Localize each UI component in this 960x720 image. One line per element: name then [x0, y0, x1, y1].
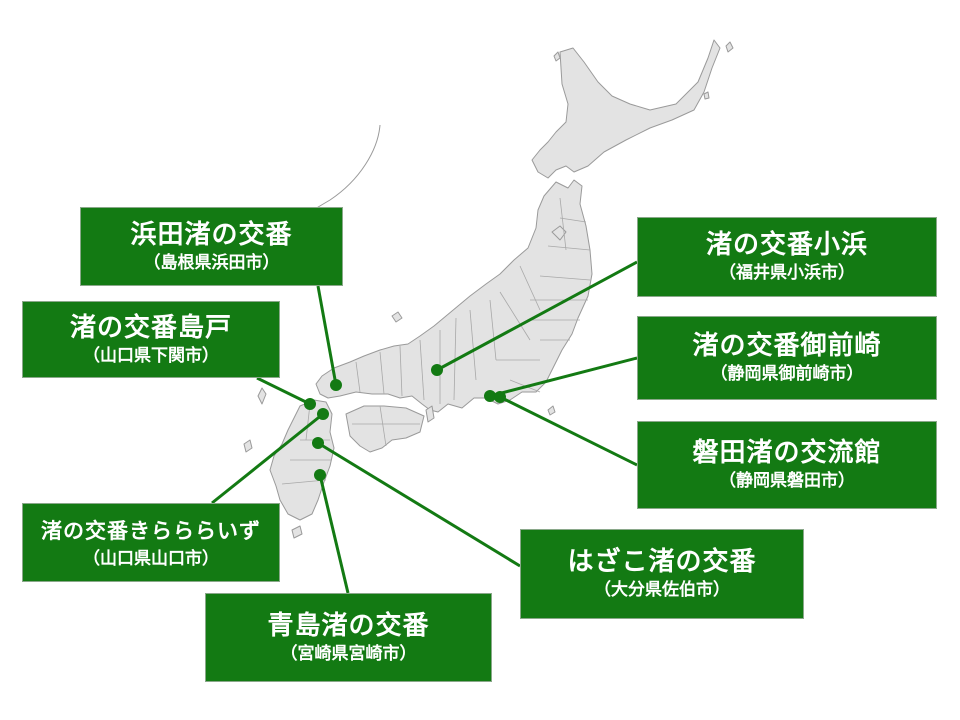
location-label-iwata: 磐田渚の交流館 （静岡県磐田市） [637, 421, 937, 509]
location-label-hazako: はざこ渚の交番 （大分県佐伯市） [520, 529, 804, 619]
yakushima-island [291, 525, 303, 539]
location-marker-obama [431, 364, 443, 376]
location-label-kirararaizu: 渚の交番きらららいず （山口県山口市） [22, 503, 280, 582]
rebun-islet [553, 51, 561, 62]
leader-line-shimado [256, 376, 311, 406]
location-name: 渚の交番きらららいず [41, 518, 261, 543]
sado-island [551, 225, 567, 241]
boundary-arc [299, 124, 381, 219]
location-place: （島根県浜田市） [143, 252, 280, 273]
oki-island [391, 311, 403, 323]
land-masses [243, 39, 734, 539]
leader-line-iwata [499, 395, 638, 467]
leader-line-hamada [316, 285, 338, 386]
kuril-islet [725, 41, 734, 53]
leader-line-obama [436, 260, 638, 372]
location-name: 渚の交番御前崎 [692, 331, 882, 361]
location-name: 磐田渚の交流館 [692, 438, 882, 468]
location-place: （静岡県磐田市） [719, 471, 855, 491]
location-place: （大分県佐伯市） [594, 580, 730, 600]
kuril-islet [703, 91, 710, 100]
location-marker-kirararaizu [317, 408, 329, 420]
location-name: 青島渚の交番 [267, 610, 430, 641]
location-place: （山口県下関市） [83, 345, 219, 366]
location-name: 浜田渚の交番 [130, 219, 293, 250]
location-place: （宮崎県宮崎市） [280, 643, 417, 664]
tsushima-island [257, 387, 267, 405]
location-label-hamada: 浜田渚の交番 （島根県浜田市） [80, 207, 343, 286]
leader-line-kirararaizu [211, 412, 324, 505]
location-label-obama: 渚の交番小浜 （福井県小浜市） [637, 217, 937, 297]
location-label-shimado: 渚の交番島戸 （山口県下関市） [22, 301, 280, 378]
goto-island [243, 439, 253, 453]
leader-line-omaezaki [489, 356, 638, 398]
shikoku-island [345, 405, 425, 453]
location-label-aoshima: 青島渚の交番 （宮崎県宮崎市） [205, 593, 492, 682]
location-label-omaezaki: 渚の交番御前崎 （静岡県御前崎市） [637, 316, 937, 400]
location-place: （福井県小浜市） [719, 263, 855, 283]
location-place: （静岡県御前崎市） [710, 364, 864, 384]
location-name: 渚の交番小浜 [705, 230, 868, 260]
location-marker-iwata [494, 391, 506, 403]
location-marker-hamada [330, 379, 342, 391]
location-name: はざこ渚の交番 [567, 547, 757, 577]
location-marker-shimado [304, 398, 316, 410]
location-marker-hazako [312, 437, 324, 449]
location-place: （山口県山口市） [83, 548, 219, 569]
izu-oshima-island [547, 405, 556, 416]
leader-line-hazako [317, 441, 521, 568]
honshu-island [315, 179, 593, 413]
location-marker-omaezaki [484, 390, 496, 402]
hokkaido-island [531, 39, 721, 179]
leader-line-aoshima [318, 474, 350, 594]
location-name: 渚の交番島戸 [69, 312, 232, 343]
location-marker-aoshima [314, 469, 326, 481]
awaji-island [425, 405, 435, 423]
